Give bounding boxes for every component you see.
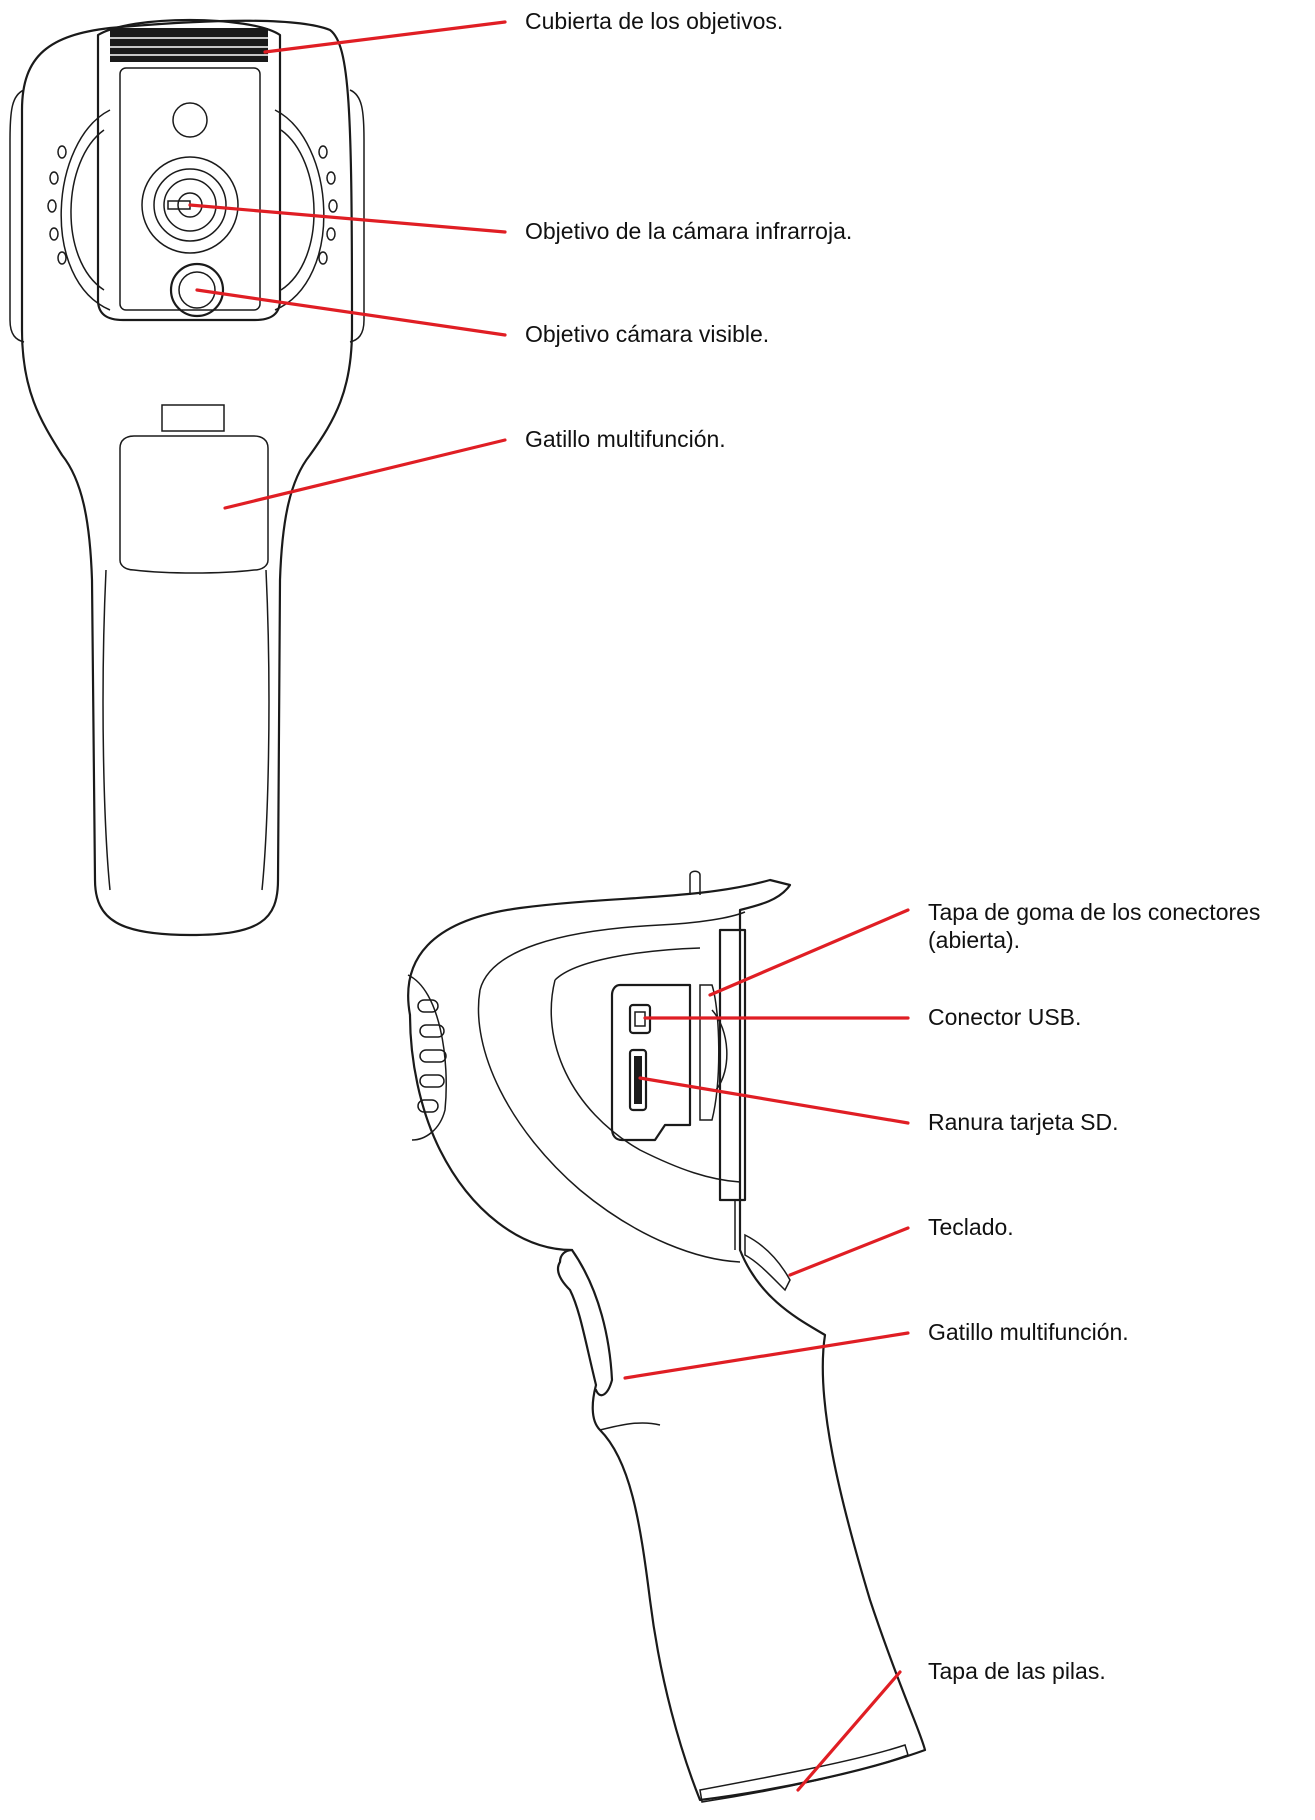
side-vent-plate (407, 974, 447, 1141)
label-sd-slot: Ranura tarjeta SD. (928, 1109, 1119, 1135)
front-neck-left (102, 569, 111, 891)
connector-bay (610, 983, 692, 1142)
front-ring-dots (47, 145, 338, 265)
battery-cover-shape (699, 1744, 909, 1803)
sd-slot-inner (634, 1056, 642, 1104)
label-lens-cover: Cubierta de los objetivos. (525, 8, 784, 34)
front-ring-left (60, 109, 111, 311)
lens-cover-housing (96, 18, 282, 322)
front-body-outline (20, 19, 354, 937)
keypad-shape (744, 1233, 791, 1292)
front-neck-right (261, 569, 270, 891)
side-sweep-3 (550, 979, 741, 1183)
side-trigger-shape (570, 1248, 614, 1397)
sensor-circle (172, 102, 208, 138)
visible-lens-shape (169, 262, 225, 318)
leader-battery-cover (796, 1670, 902, 1792)
side-sweep-4 (554, 947, 701, 981)
front-view-camera (9, 18, 365, 937)
label-side-trigger: Gatillo multifunción. (928, 1319, 1129, 1345)
leader-keypad (788, 1226, 910, 1277)
lens-cover-ribs (110, 28, 268, 62)
label-battery-cover: Tapa de las pilas. (928, 1658, 1106, 1684)
leader-rubber-cap (708, 908, 910, 997)
side-sweep-2 (477, 989, 741, 1263)
leader-side-trigger (623, 1331, 910, 1380)
leader-ir-lens (188, 203, 507, 234)
leader-sd-slot (638, 1076, 910, 1125)
label-front-trigger: Gatillo multifunción. (525, 426, 726, 452)
side-body-outline (407, 878, 927, 1802)
label-ir-lens: Objetivo de la cámara infrarroja. (525, 218, 853, 244)
label-visible-lens: Objetivo cámara visible. (525, 321, 770, 347)
label-keypad: Teclado. (928, 1214, 1014, 1240)
side-sweep-1 (479, 911, 746, 991)
front-right-grip (349, 89, 365, 343)
lens-panel (119, 67, 261, 311)
side-grip-line (599, 1422, 661, 1431)
label-rubber-cap-line1: Tapa de goma de los conectores (928, 899, 1261, 925)
leader-lines (188, 20, 910, 1792)
front-ring-right (274, 109, 325, 311)
side-screen-plate (718, 928, 747, 1202)
side-view-camera (407, 870, 927, 1803)
leader-lens-cover (263, 20, 507, 54)
leader-visible-lens (195, 288, 507, 337)
front-small-window (161, 404, 225, 432)
front-trigger-shape (119, 435, 269, 574)
front-ring-right-inner (280, 129, 315, 291)
label-rubber-cap-line2: (abierta). (928, 927, 1021, 953)
usb-port-inner (634, 1011, 646, 1027)
leader-front-trigger (223, 438, 507, 510)
rubber-cap-shape (699, 984, 720, 1121)
front-ring-left-inner (70, 129, 105, 291)
side-vent-slots (417, 999, 447, 1113)
label-usb: Conector USB. (928, 1004, 1082, 1030)
front-left-grip (9, 89, 25, 343)
side-top-post (689, 870, 701, 895)
